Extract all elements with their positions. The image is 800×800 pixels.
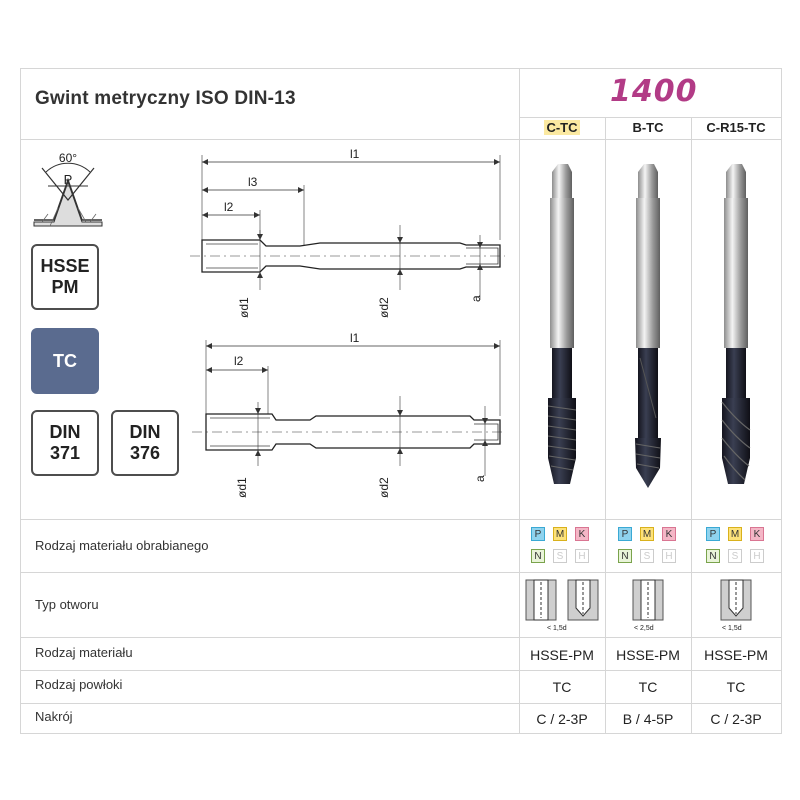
coating-value-b-tc: TC (638, 679, 658, 695)
material-n: N (531, 549, 545, 563)
badge-din-376: DIN 376 (111, 410, 179, 476)
coating-value-c-r15-tc: TC (726, 679, 746, 695)
hole-caption-c-tc: < 1,5d (547, 625, 567, 632)
hole-icon-through (632, 579, 664, 621)
row-label-chamfer: Nakrój (35, 709, 73, 724)
hole-caption-b-tc: < 2,5d (634, 625, 654, 632)
dim-d2-top: ød2 (377, 297, 391, 318)
pitch-label: P (64, 172, 73, 187)
grid-left (20, 68, 21, 733)
dim-l1-top: l1 (350, 147, 360, 161)
column-header-c-r15-tc: C-R15-TC (706, 120, 766, 135)
grid-header-bottom (20, 139, 782, 140)
material-h: H (575, 549, 589, 563)
dim-l2-top: l2 (224, 200, 234, 214)
material-k: K (750, 527, 764, 541)
material-s: S (553, 549, 567, 563)
column-header-b-tc: B-TC (632, 120, 664, 135)
dim-a-top: a (469, 295, 483, 302)
material-s: S (728, 549, 742, 563)
chamfer-value-c-tc: C / 2-3P (536, 711, 588, 727)
dim-d1-bottom: ød1 (235, 477, 249, 498)
grid-row4 (20, 670, 782, 671)
dim-a-bottom: a (473, 475, 487, 482)
grid-col0 (519, 68, 520, 733)
badge-tc: TC (31, 328, 99, 394)
grid-right (781, 68, 782, 733)
hole-icon-blind (720, 579, 752, 621)
material-h: H (662, 549, 676, 563)
material-m: M (553, 527, 567, 541)
grid-row2 (20, 572, 782, 573)
tap-drawing-din371: l1 l3 l2 ød1 ød2 a (190, 147, 505, 318)
tap-image-b-tc (635, 164, 661, 488)
material-p: P (618, 527, 632, 541)
tap-drawing-din376: l1 l2 ød1 ød2 a (192, 331, 505, 498)
grid-col1 (605, 118, 606, 733)
coating-value-c-tc: TC (552, 679, 572, 695)
grid-top (20, 68, 782, 69)
material-m: M (728, 527, 742, 541)
dim-l3-top: l3 (248, 175, 258, 189)
grid-bottom (20, 733, 782, 734)
grid-row5 (20, 703, 782, 704)
material-value-b-tc: HSSE-PM (616, 647, 680, 663)
dim-d1-top: ød1 (237, 297, 251, 318)
hole-caption-c-r15-tc: < 1,5d (722, 625, 742, 632)
chamfer-value-b-tc: B / 4-5P (622, 711, 674, 727)
material-p: P (706, 527, 720, 541)
series-number: 1400 (610, 74, 698, 109)
material-m: M (640, 527, 654, 541)
thread-profile-icon: 60° P (33, 151, 103, 227)
material-p: P (531, 527, 545, 541)
tap-image-c-r15-tc (721, 164, 751, 484)
badge-hsse-pm: HSSE PM (31, 244, 99, 310)
material-k: K (575, 527, 589, 541)
material-k: K (662, 527, 676, 541)
row-label-coating: Rodzaj powłoki (35, 677, 123, 692)
row-label-hole-type: Typ otworu (35, 597, 99, 612)
grid-row1 (20, 519, 782, 520)
page-title: Gwint metryczny ISO DIN-13 (35, 88, 296, 109)
hole-icon-through-and-blind (525, 579, 599, 621)
material-value-c-r15-tc: HSSE-PM (704, 647, 768, 663)
material-h: H (750, 549, 764, 563)
row-label-material-type: Rodzaj materiału obrabianego (35, 538, 209, 553)
dim-l2-bottom: l2 (234, 354, 244, 368)
dim-d2-bottom: ød2 (377, 477, 391, 498)
material-n: N (618, 549, 632, 563)
material-n: N (706, 549, 720, 563)
material-s: S (640, 549, 654, 563)
grid-col2 (691, 118, 692, 733)
tap-image-c-tc (547, 164, 577, 484)
angle-label: 60° (59, 151, 77, 165)
grid-row3 (20, 637, 782, 638)
column-header-c-tc: C-TC (544, 120, 580, 135)
badge-din-371: DIN 371 (31, 410, 99, 476)
dim-l1-bottom: l1 (350, 331, 360, 345)
chamfer-value-c-r15-tc: C / 2-3P (710, 711, 762, 727)
grid-series-bottom (519, 117, 781, 118)
material-value-c-tc: HSSE-PM (530, 647, 594, 663)
row-label-material: Rodzaj materiału (35, 645, 133, 660)
